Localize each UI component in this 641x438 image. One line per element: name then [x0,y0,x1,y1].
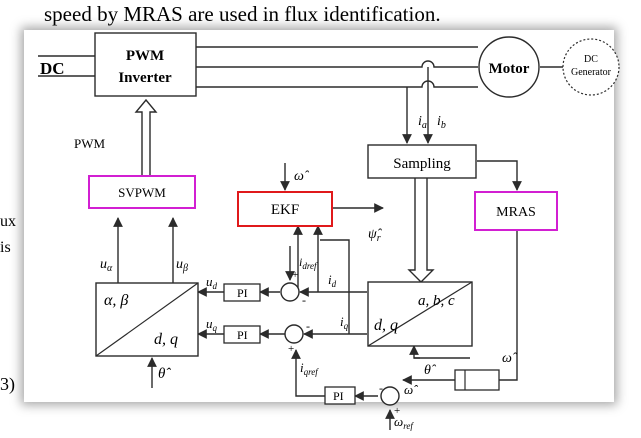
sum-junction-q [284,324,304,344]
u-beta-label: uβ [176,257,188,274]
theta-to-dq [409,345,470,359]
mras-label: MRAS [496,205,536,220]
pwm-inverter-block [94,32,197,97]
ib-label: ib [437,114,446,131]
pwm-label: PWM [74,136,106,151]
sampling-to-mras [477,160,522,191]
omega-hat-sum: ω̂ [404,382,418,397]
motor-label: Motor [489,61,530,77]
omega-hat-right: ω̂ [502,351,518,366]
sum-junction-speed [380,386,400,406]
pi-block-d [223,283,261,302]
minus-sign-q: - [306,319,310,333]
dc-generator-block [562,38,620,96]
omega-ref-label: ωref [394,414,414,431]
left-text-fragment: 3) [0,374,15,394]
integrator-block [454,369,500,391]
ia-label: ia [418,114,427,131]
uq-label: uq [206,316,218,333]
caption-top-line: speed by MRAS are used in flux identific… [44,2,441,26]
sampling-label: Sampling [393,156,451,172]
generator-label-line1: DC [584,54,598,65]
mras-block [474,191,558,231]
svpwm-label: SVPWM [118,185,166,200]
iq-to-ekf [320,239,350,334]
id-label: id [328,272,337,289]
inverter-label-line1: PWM [126,48,164,64]
pi-block-q [223,325,261,344]
abc-dq-diagonal [367,281,473,347]
pi-label-q: PI [237,328,248,342]
svpwm-block [88,175,196,209]
phase-line-c [196,80,478,88]
abc-label: a, b, c [418,293,455,309]
u-alpha-label: uα [100,257,113,274]
ekf-label: EKF [271,202,299,218]
plus-sign-q: + [288,343,294,355]
inverter-label-line2: Inverter [118,70,172,86]
ud-label: ud [206,274,218,291]
dq-label-left: d, q [154,331,178,348]
iqref-line [291,349,325,397]
dq-label-right: d, q [374,317,398,334]
plus-sign-speed: + [394,405,400,417]
minus-sign-d: - [302,293,306,307]
idref-label: idref [299,255,318,271]
omega-hat-top: ω̂ [294,169,310,184]
pi-label-speed: PI [333,389,344,403]
phase-line-b [196,60,478,68]
iq-label: iq [340,314,349,331]
minus-sign-speed: - [379,381,383,395]
sampling-hollow-arrow [407,174,435,283]
theta-hat-left: θ̂ [158,366,171,382]
sum-junction-d [280,282,300,302]
sampling-block [367,144,477,179]
pi-label-d: PI [237,286,248,300]
motor-block [478,36,540,98]
plus-sign-d: + [292,269,298,281]
theta-hat-right: θ̂ [424,363,437,378]
pwm-hollow-arrow [134,98,158,177]
ab-label: α, β [104,292,128,309]
dc-label: DC [40,59,65,78]
left-text-fragment: ux [0,213,16,230]
ab-dq-diagonal [95,282,199,357]
iqref-label: iqref [300,360,319,377]
psi-label: ψ̂r [368,227,383,244]
left-text-fragment: is [0,239,11,256]
ekf-block [237,191,333,227]
generator-label-line2: Generator [571,67,612,78]
pi-block-speed [324,386,356,405]
